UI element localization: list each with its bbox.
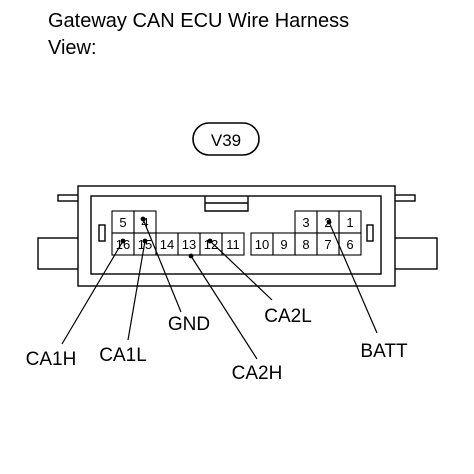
leader-dot-ca2l — [207, 238, 213, 244]
leader-line-ca2h — [190, 255, 258, 360]
callout-labels: GND CA2L CA1H CA1L CA2H BATT — [26, 306, 408, 384]
left-key-slot — [98, 224, 106, 242]
pin-number-10: 10 — [255, 237, 269, 252]
leader-line-ca1h — [61, 240, 124, 345]
leader-line-ca2l — [209, 240, 273, 301]
pin-number-6: 6 — [346, 237, 353, 252]
leader-line-batt — [328, 221, 378, 334]
title-line-1: Gateway CAN ECU Wire Harness — [48, 10, 350, 32]
pin-number-11: 11 — [226, 237, 240, 252]
pin-cell — [221, 232, 245, 256]
leader-dot-batt — [326, 219, 332, 225]
connector-housing — [37, 185, 438, 287]
right-key-slot — [366, 224, 374, 242]
pin-number-3: 3 — [302, 215, 309, 230]
pin-number-1: 1 — [346, 215, 353, 230]
leader-dot-ca1h — [120, 238, 126, 244]
callout-ca2h: CA2H — [232, 363, 283, 384]
pin-number-13: 13 — [182, 237, 196, 252]
pin-number-5: 5 — [119, 215, 126, 230]
callout-ca1l: CA1L — [99, 345, 147, 366]
connector-code-label: V39 — [211, 131, 241, 150]
connector-inner-frame — [90, 195, 382, 275]
callout-batt: BATT — [360, 341, 408, 362]
leader-dot-ca2h — [188, 253, 194, 259]
connector-code-badge: V39 — [192, 122, 260, 156]
pin-number-9: 9 — [280, 237, 287, 252]
callout-ca1h: CA1H — [26, 349, 77, 370]
callout-ca2l: CA2L — [264, 306, 312, 327]
pin-number-12: 12 — [204, 237, 218, 252]
leader-dot-ca1l — [142, 238, 148, 244]
connector-outer-shell — [77, 185, 396, 287]
callout-gnd: GND — [168, 314, 210, 335]
pin-number-8: 8 — [302, 237, 309, 252]
leader-line-ca1l — [127, 240, 146, 341]
diagram-title: Gateway CAN ECU Wire Harness View: — [48, 8, 468, 62]
pin-number-14: 14 — [160, 237, 174, 252]
leader-lines — [61, 216, 378, 360]
title-line-2: View: — [48, 37, 97, 59]
leader-line-gnd — [142, 218, 182, 313]
connector-code-outline — [192, 122, 260, 156]
pin-number-7: 7 — [324, 237, 331, 252]
pin-grid — [111, 210, 362, 256]
leader-dot-gnd — [140, 216, 146, 222]
